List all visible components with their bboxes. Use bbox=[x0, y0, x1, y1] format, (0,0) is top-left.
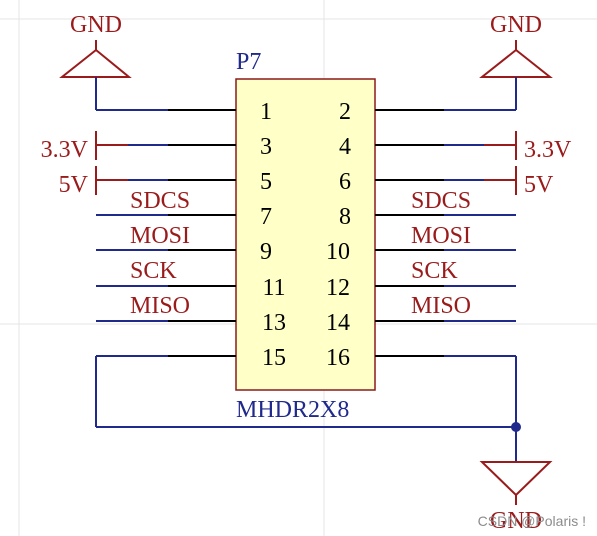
power-5v-right-label: 5V bbox=[524, 172, 554, 198]
net-label-left-sck: SCK bbox=[130, 258, 177, 284]
gnd-wire-bottom bbox=[95, 355, 521, 462]
pin-stubs bbox=[168, 109, 444, 357]
net-label-right-mosi: MOSI bbox=[411, 223, 471, 249]
pin-number: 1 bbox=[260, 99, 272, 125]
power-3v3-left-label: 3.3V bbox=[41, 137, 89, 163]
gnd-symbol-top-right: GND bbox=[444, 12, 553, 111]
header-component: P7 MHDR2X8 bbox=[235, 49, 376, 423]
pin-number: 12 bbox=[326, 275, 350, 301]
pin-number: 6 bbox=[339, 169, 351, 195]
pin-number: 9 bbox=[260, 239, 272, 265]
net-label-right-miso: MISO bbox=[411, 293, 471, 319]
component-comment: MHDR2X8 bbox=[236, 397, 349, 423]
junction-dot bbox=[511, 422, 521, 432]
power-left: 3.3V 5V bbox=[41, 131, 168, 198]
pin-number: 5 bbox=[260, 169, 272, 195]
pin-number: 10 bbox=[326, 239, 350, 265]
nets-left: SDCS MOSI SCK MISO bbox=[96, 188, 190, 322]
net-label-left-miso: MISO bbox=[130, 293, 190, 319]
power-3v3-right-label: 3.3V bbox=[524, 137, 572, 163]
pin-number: 2 bbox=[339, 99, 351, 125]
gnd-label-top-left: GND bbox=[70, 12, 122, 38]
pin-number: 7 bbox=[260, 204, 272, 230]
pin-number: 11 bbox=[262, 275, 285, 301]
pin-number: 8 bbox=[339, 204, 351, 230]
watermark-text: CSDN @Polaris ! bbox=[478, 513, 586, 529]
power-5v-left-label: 5V bbox=[59, 172, 89, 198]
gnd-label-bottom: GND bbox=[490, 508, 542, 534]
gnd-symbol-bottom: GND bbox=[479, 461, 553, 534]
pin-numbers-right: 2 4 6 8 10 12 14 16 bbox=[326, 99, 351, 371]
pin-number: 3 bbox=[260, 134, 272, 160]
pin-numbers-left: 1 3 5 7 9 11 13 15 bbox=[260, 99, 286, 371]
pin-number: 13 bbox=[262, 310, 286, 336]
gnd-label-top-right: GND bbox=[490, 12, 542, 38]
net-label-right-sck: SCK bbox=[411, 258, 458, 284]
component-designator: P7 bbox=[236, 49, 261, 75]
net-label-left-mosi: MOSI bbox=[130, 223, 190, 249]
component-body bbox=[235, 78, 376, 391]
pin-number: 4 bbox=[339, 134, 351, 160]
pin-number: 14 bbox=[326, 310, 350, 336]
nets-right: SDCS MOSI SCK MISO bbox=[411, 188, 516, 322]
gnd-symbol-top-left: GND bbox=[59, 12, 168, 111]
net-label-right-sdcs: SDCS bbox=[411, 188, 471, 214]
pin-number: 15 bbox=[262, 345, 286, 371]
net-label-left-sdcs: SDCS bbox=[130, 188, 190, 214]
power-right: 3.3V 5V bbox=[444, 131, 572, 198]
pin-number: 16 bbox=[326, 345, 350, 371]
